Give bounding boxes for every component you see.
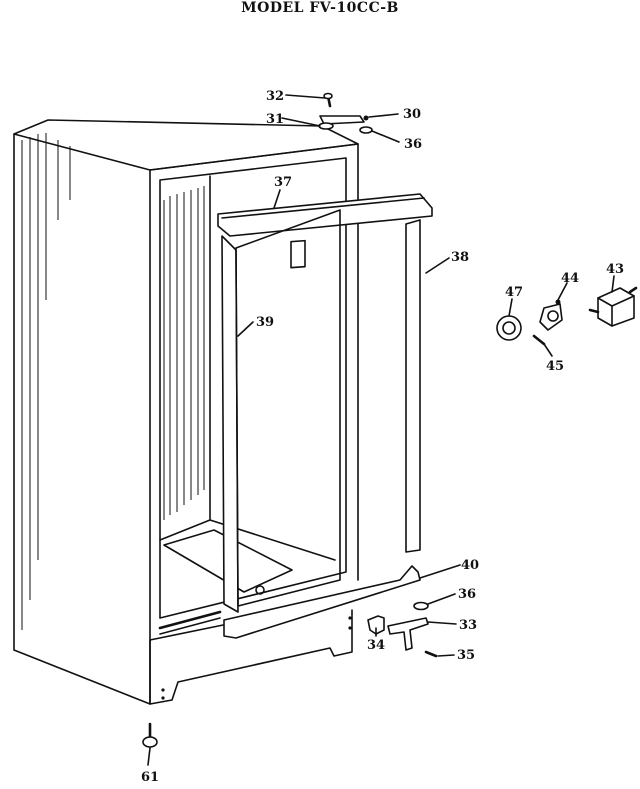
label-33: 33 — [459, 618, 477, 633]
label-39: 39 — [256, 315, 274, 330]
inner-door-seal — [235, 209, 341, 607]
label-43: 43 — [606, 262, 624, 277]
model-title: MODEL FV-10CC-B — [241, 0, 399, 16]
label-45: 45 — [546, 359, 564, 374]
label-61: 61 — [141, 770, 159, 785]
label-34: 34 — [367, 638, 385, 653]
label-36-bottom: 36 — [458, 587, 476, 602]
label-32: 32 — [266, 89, 284, 104]
hinge-plate-30 — [319, 115, 369, 125]
screw-32 — [323, 92, 333, 108]
washer-31 — [318, 122, 334, 130]
label-37: 37 — [274, 175, 292, 190]
label-44: 44 — [561, 271, 579, 286]
label-35: 35 — [457, 648, 475, 663]
washer-36-top — [359, 126, 373, 134]
label-31: 31 — [266, 112, 284, 127]
screw-35 — [424, 650, 438, 658]
label-40: 40 — [461, 558, 479, 573]
leveling-leg-61 — [142, 722, 158, 748]
leader-lines — [147, 94, 615, 766]
side-strip-39 — [221, 235, 239, 613]
label-47: 47 — [505, 285, 523, 300]
thermostat-44 — [539, 299, 563, 331]
label-30: 30 — [403, 107, 421, 122]
washer-36-bottom — [413, 601, 429, 611]
hinge-bracket-33 — [387, 617, 429, 651]
screw-45 — [532, 334, 546, 346]
side-strip-38 — [405, 219, 421, 553]
callout-labels: 32 30 31 36 37 38 39 47 44 43 45 40 36 3… — [141, 89, 624, 785]
label-36-top: 36 — [404, 137, 422, 152]
cabinet-body — [13, 119, 359, 705]
knob-47 — [496, 315, 522, 341]
label-38: 38 — [451, 250, 469, 265]
bracket-34 — [367, 615, 385, 635]
switch-43 — [588, 286, 638, 327]
bottom-rail-40 — [223, 565, 421, 639]
